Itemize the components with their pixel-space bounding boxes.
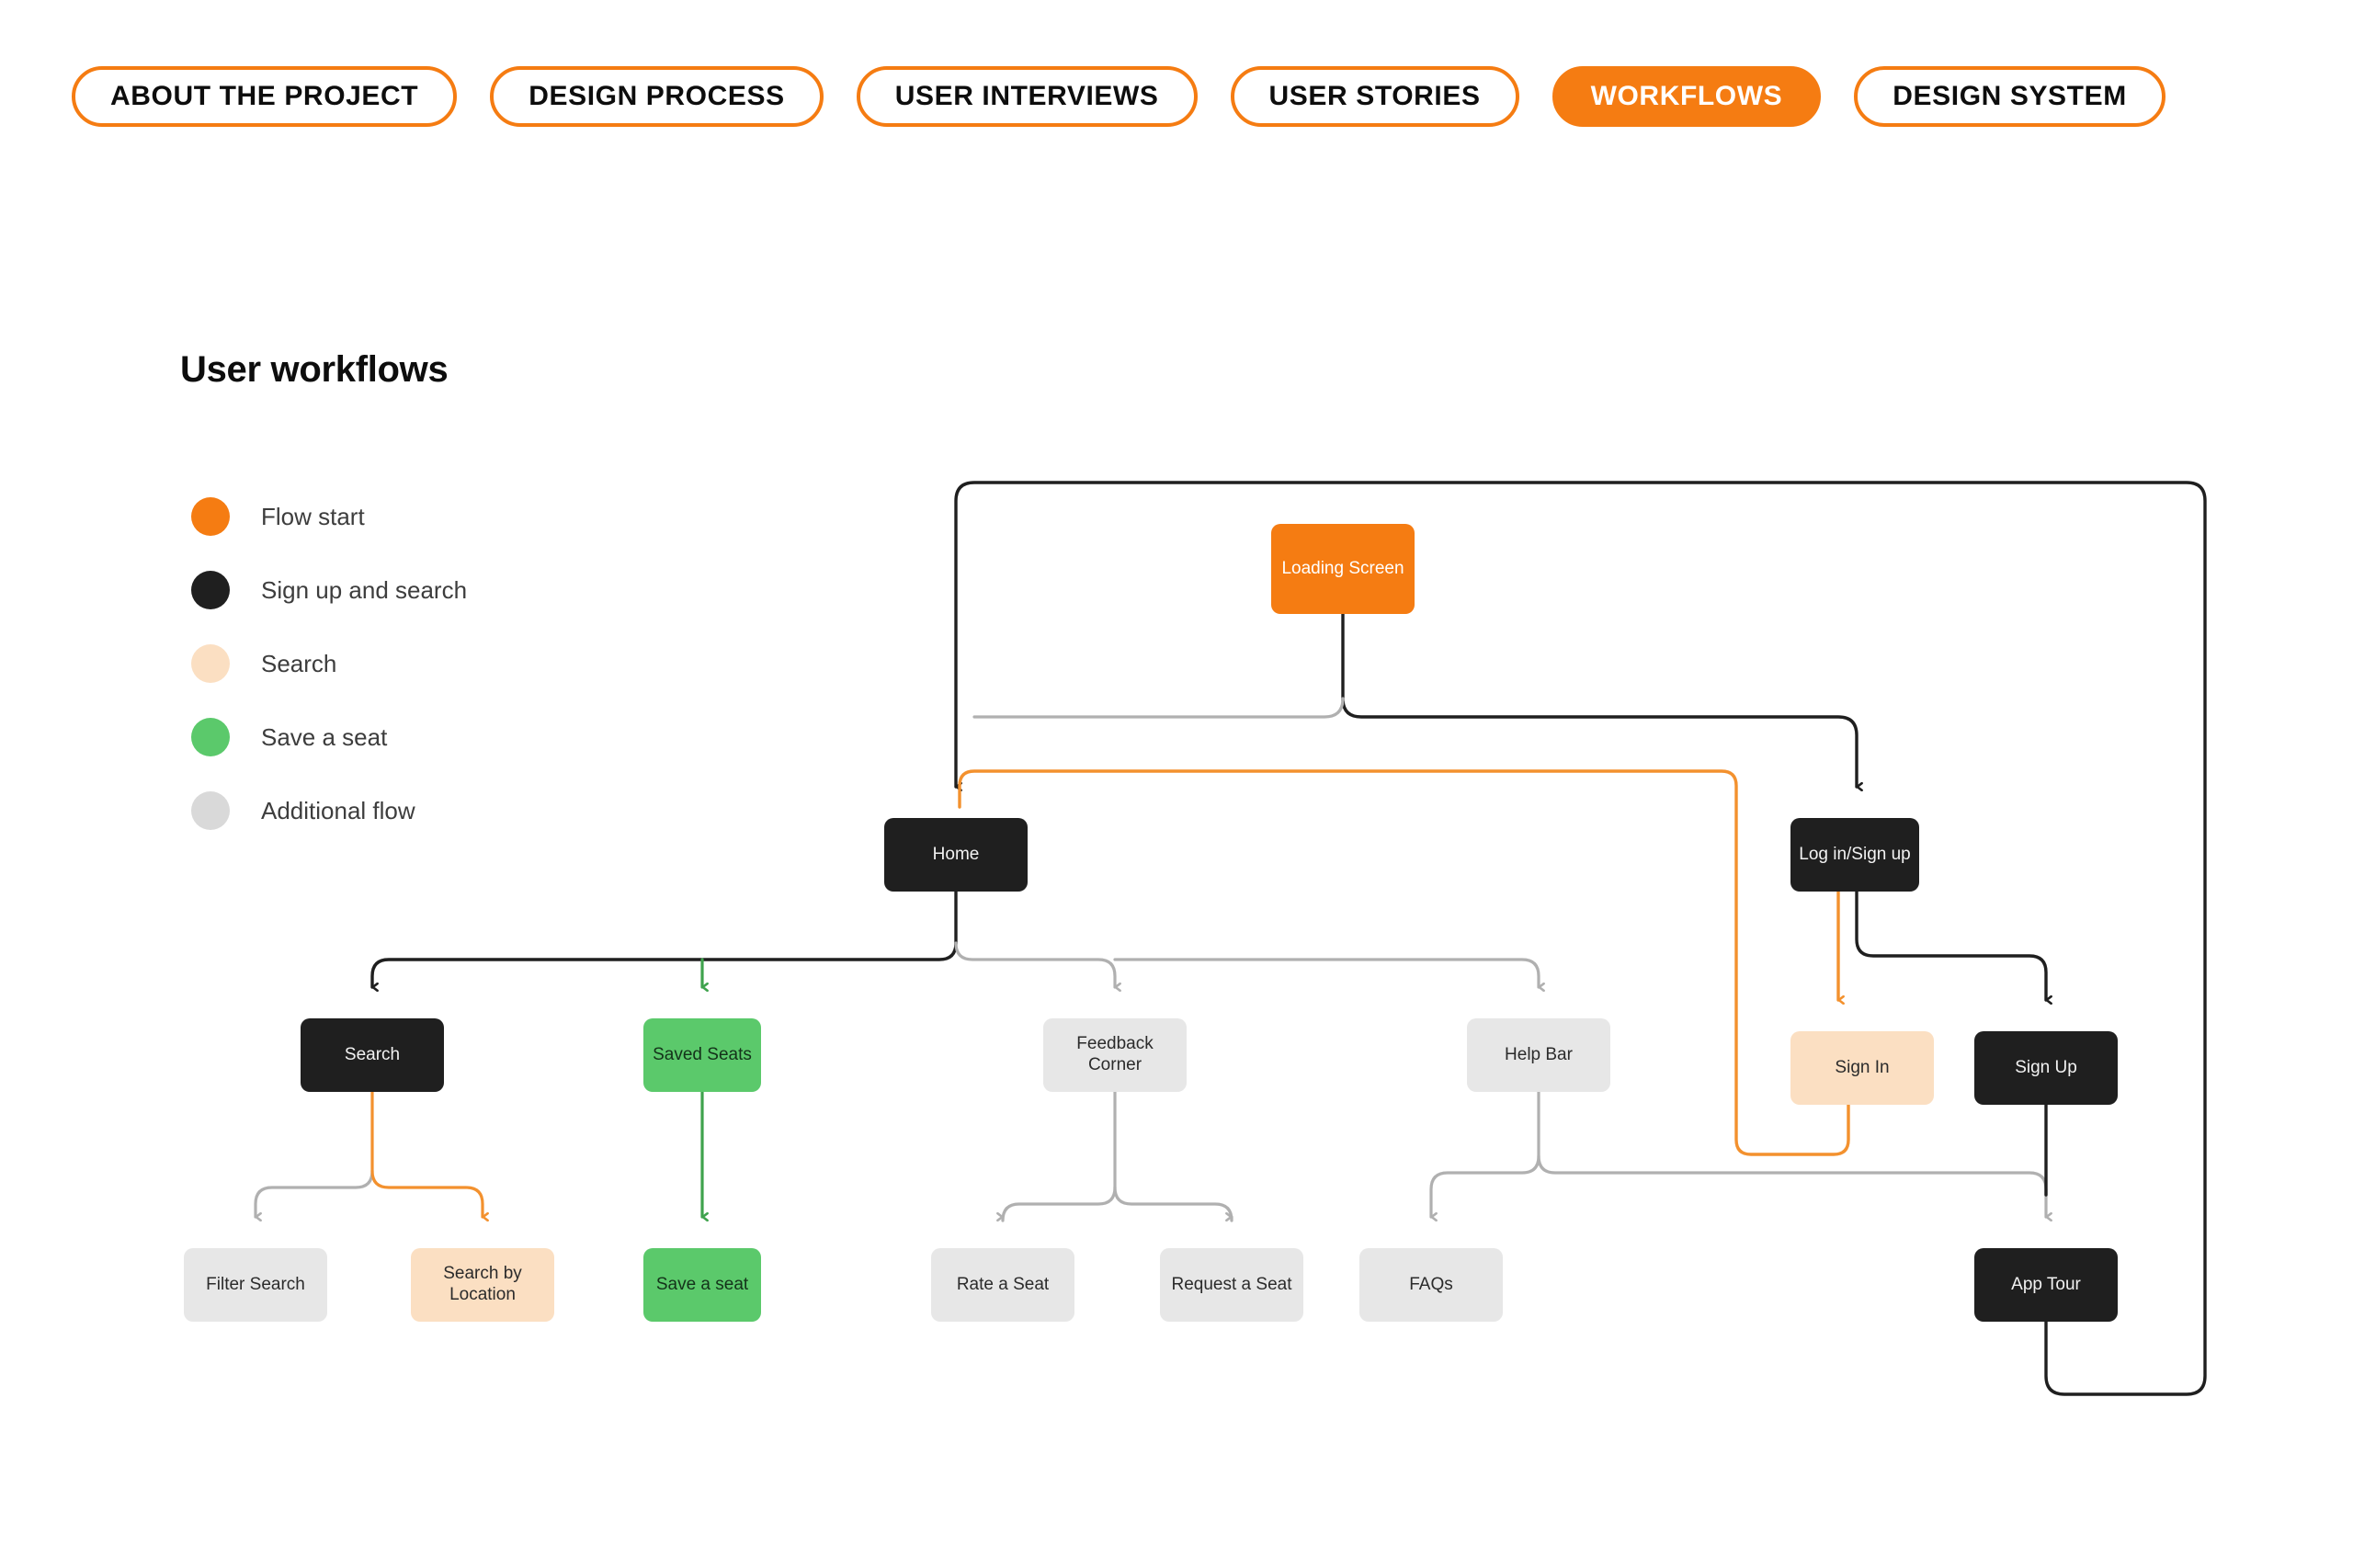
flow-node-helpbar[interactable]: Help Bar — [1467, 1018, 1610, 1092]
flow-node-byloc[interactable]: Search by Location — [411, 1248, 554, 1322]
flow-node-saved[interactable]: Saved Seats — [643, 1018, 761, 1092]
flow-node-search[interactable]: Search — [301, 1018, 444, 1092]
main-navigation: ABOUT THE PROJECT DESIGN PROCESS USER INTE… — [72, 66, 2305, 127]
flow-node-faqs[interactable]: FAQs — [1359, 1248, 1503, 1322]
flow-node-feedback[interactable]: Feedback Corner — [1043, 1018, 1187, 1092]
legend-color-swatch-icon — [191, 571, 230, 609]
page-title: User workflows — [180, 349, 449, 390]
legend-item-label: Additional flow — [261, 796, 415, 824]
legend-item-label: Flow start — [261, 502, 365, 530]
flow-node-signin[interactable]: Sign In — [1790, 1031, 1934, 1105]
flow-node-loading[interactable]: Loading Screen — [1271, 524, 1415, 614]
flow-node-home[interactable]: Home — [884, 818, 1028, 892]
flow-node-apptour[interactable]: App Tour — [1974, 1248, 2118, 1322]
nav-pill-about-the-project[interactable]: ABOUT THE PROJECT — [72, 66, 458, 127]
legend-item-label: Save a seat — [261, 722, 388, 751]
flow-node-rate[interactable]: Rate a Seat — [931, 1248, 1074, 1322]
flow-node-login[interactable]: Log in/Sign up — [1790, 818, 1919, 892]
legend-color-swatch-icon — [191, 497, 230, 536]
nav-pill-design-system[interactable]: DESIGN SYSTEM — [1854, 66, 2165, 127]
legend-color-swatch-icon — [191, 791, 230, 830]
legend-item-search: Search — [191, 627, 577, 700]
nav-pill-workflows[interactable]: WORKFLOWS — [1552, 66, 1822, 127]
legend-color-swatch-icon — [191, 718, 230, 756]
legend-item-save-a-seat: Save a seat — [191, 700, 577, 774]
nav-pill-user-interviews[interactable]: USER INTERVIEWS — [856, 66, 1198, 127]
legend-item-sign-up-and-search: Sign up and search — [191, 553, 577, 627]
legend-item-label: Search — [261, 649, 337, 677]
legend-color-swatch-icon — [191, 644, 230, 683]
nav-pill-design-process[interactable]: DESIGN PROCESS — [490, 66, 824, 127]
legend-item-label: Sign up and search — [261, 575, 468, 604]
flow-node-saveseat[interactable]: Save a seat — [643, 1248, 761, 1322]
legend-item-additional-flow: Additional flow — [191, 774, 577, 847]
flow-node-filter[interactable]: Filter Search — [184, 1248, 327, 1322]
legend-item-flow-start: Flow start — [191, 480, 577, 553]
nav-pill-user-stories[interactable]: USER STORIES — [1230, 66, 1519, 127]
flow-node-signup[interactable]: Sign Up — [1974, 1031, 2118, 1105]
flow-node-request[interactable]: Request a Seat — [1160, 1248, 1303, 1322]
